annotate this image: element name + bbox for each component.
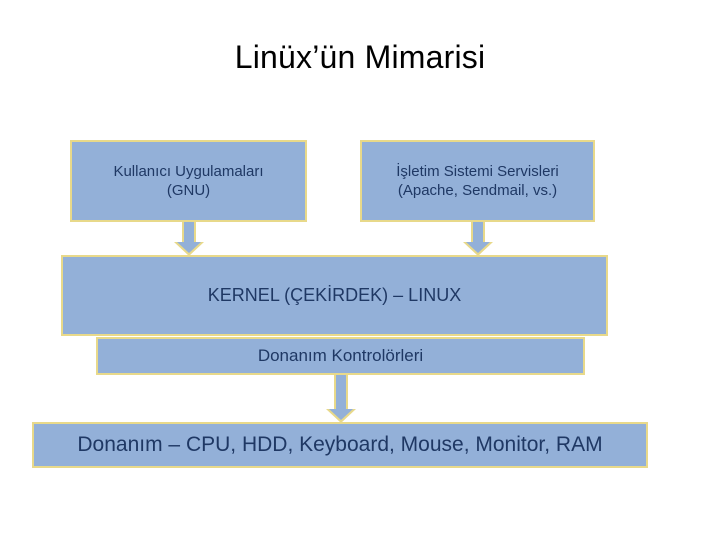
down-arrow-icon-user-apps-to-kernel [174, 222, 204, 256]
down-arrow-icon-os-services-to-kernel [463, 222, 493, 256]
arrow-head-inner [177, 242, 201, 253]
page-title: Linüx’ün Mimarisi [234, 39, 486, 75]
arrow-head-inner [466, 242, 490, 253]
layer-box-hardware[interactable]: Donanım – CPU, HDD, Keyboard, Mouse, Mon… [32, 422, 648, 468]
arrow-stem [334, 375, 348, 409]
layer-box-user-applications-label: Kullanıcı Uygulamaları (GNU) [113, 162, 264, 199]
layer-box-user-applications[interactable]: Kullanıcı Uygulamaları (GNU) [70, 140, 307, 222]
layer-box-hardware-controllers-label: Donanım Kontrolörleri [257, 346, 424, 366]
arrow-stem [182, 222, 196, 242]
layer-box-kernel-label: KERNEL (ÇEKİRDEK) – LINUX [207, 284, 462, 305]
layer-box-kernel[interactable]: KERNEL (ÇEKİRDEK) – LINUX [61, 255, 608, 336]
arrow-stem [471, 222, 485, 242]
arrow-head-inner [329, 409, 353, 420]
layer-box-os-services[interactable]: İşletim Sistemi Servisleri (Apache, Send… [360, 140, 595, 222]
layer-box-hardware-controllers[interactable]: Donanım Kontrolörleri [96, 337, 585, 375]
down-arrow-icon-hardware-controllers-to-hardware [326, 375, 356, 423]
layer-box-hardware-label: Donanım – CPU, HDD, Keyboard, Mouse, Mon… [77, 432, 603, 456]
layer-box-os-services-label: İşletim Sistemi Servisleri (Apache, Send… [396, 162, 559, 199]
